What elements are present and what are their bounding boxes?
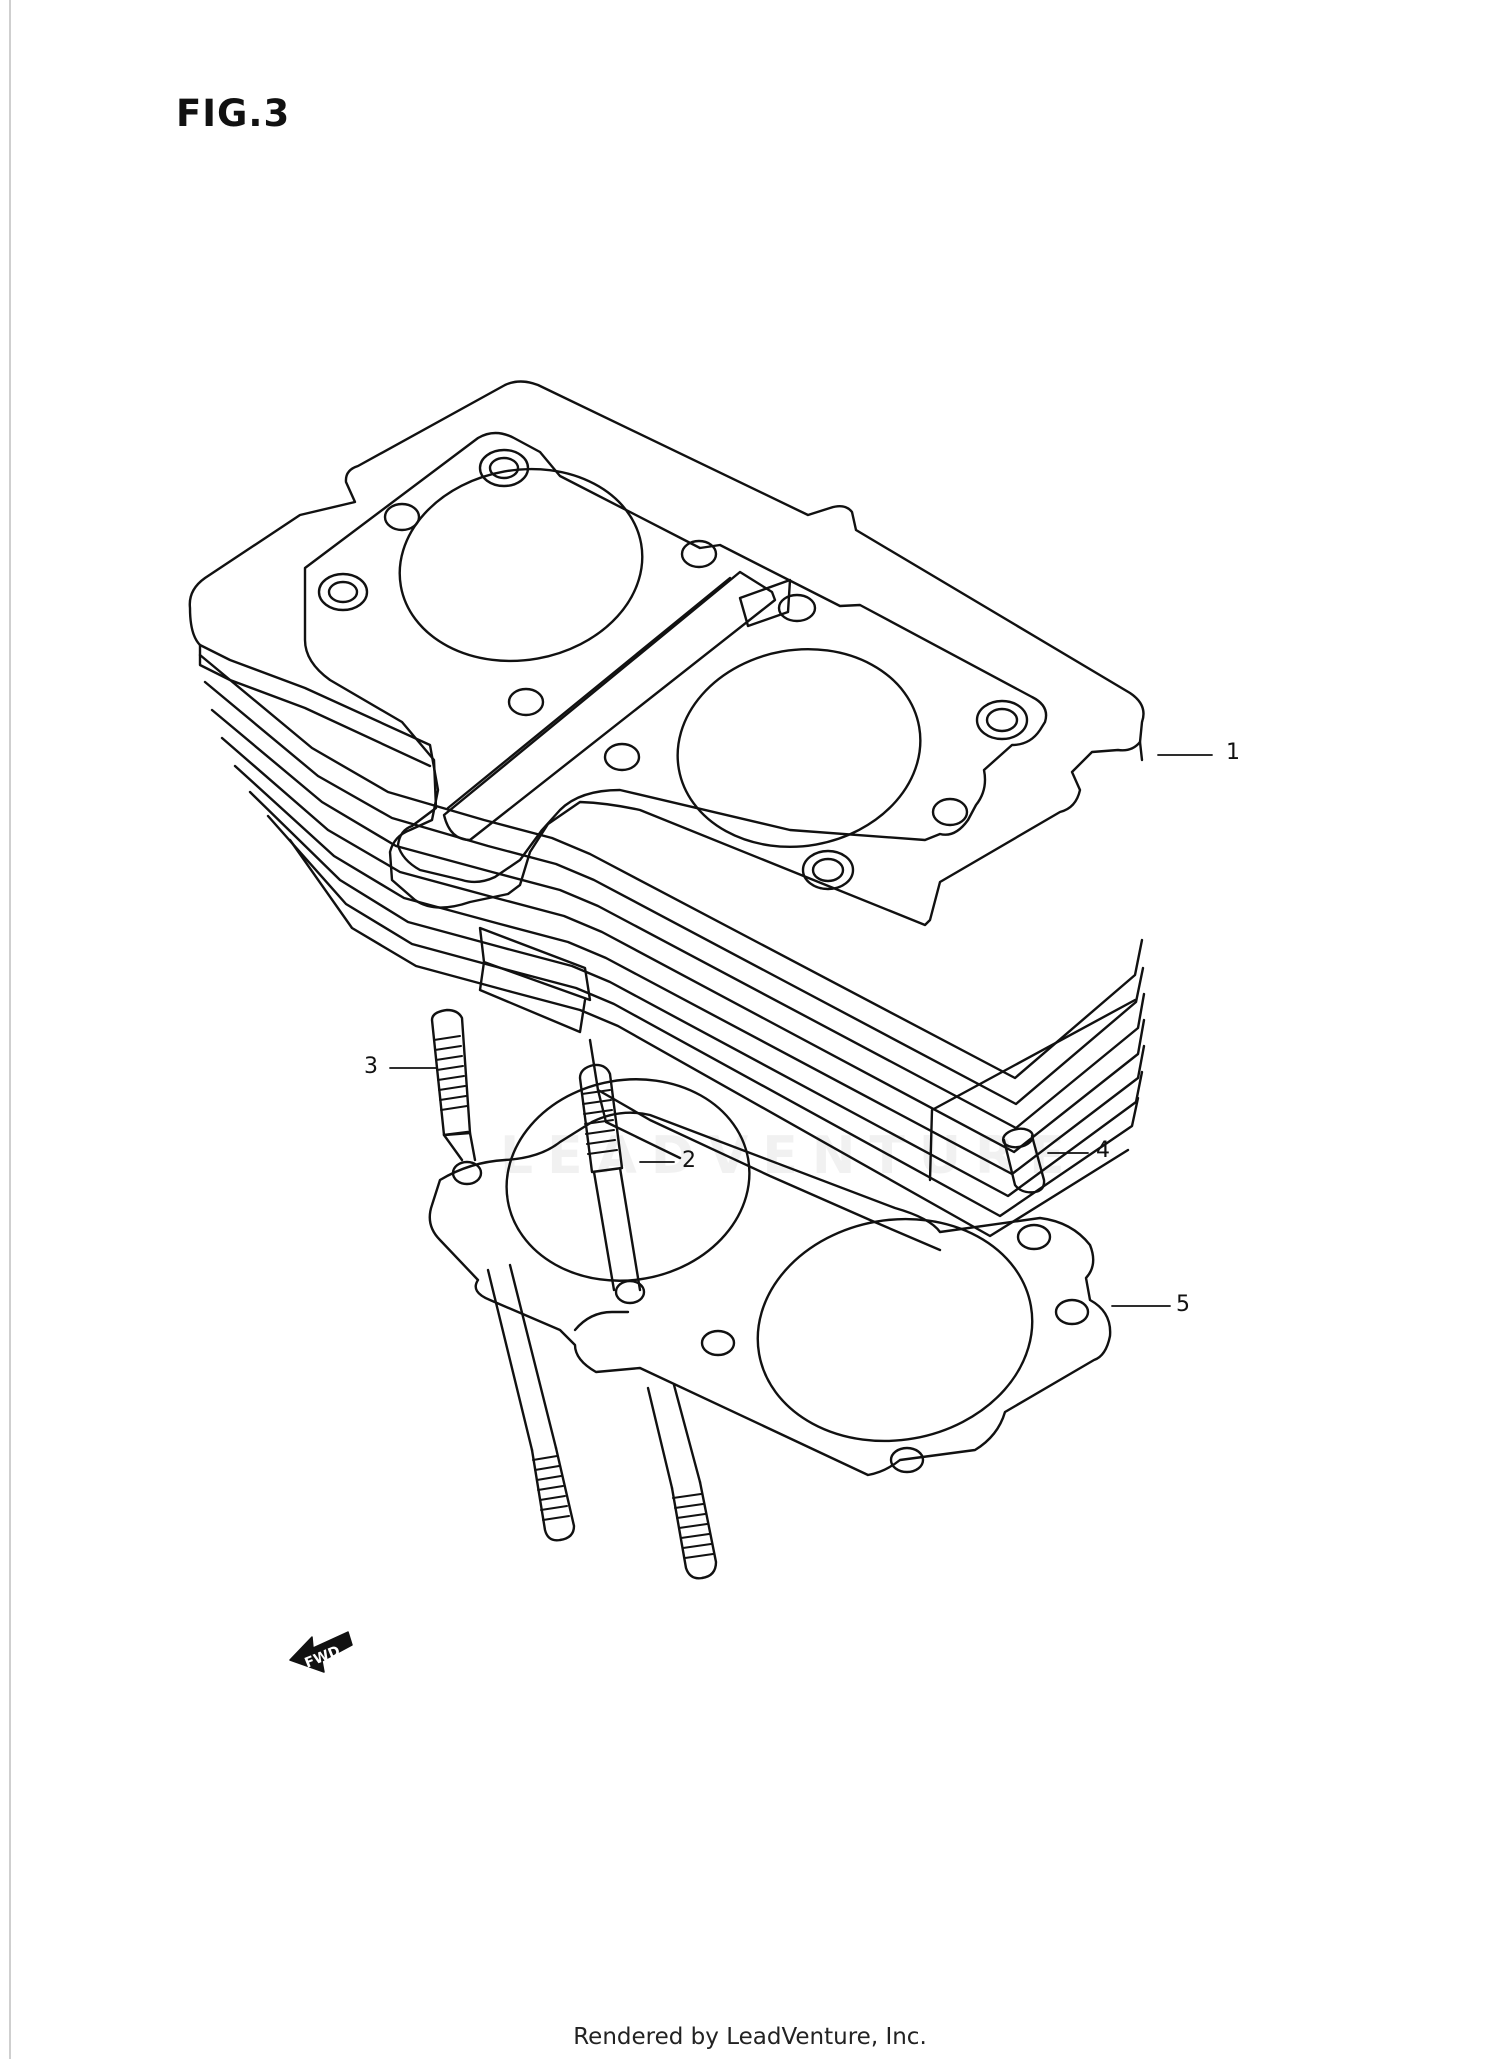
stud-short bbox=[430, 1008, 576, 1542]
oil-hole bbox=[507, 687, 545, 717]
cooling-fin bbox=[248, 790, 1144, 1198]
cooling-fin bbox=[203, 680, 1145, 1106]
oil-hole bbox=[383, 502, 421, 532]
head-mating-surface bbox=[303, 431, 1048, 884]
cylinder-block bbox=[188, 380, 1146, 1252]
bolt-hole bbox=[975, 699, 1029, 741]
cylinder-top-deck-edge bbox=[1138, 740, 1144, 762]
center-slot-notch bbox=[738, 578, 792, 628]
footer-credit: Rendered by LeadVenture, Inc. bbox=[573, 2024, 927, 2050]
callout-1: 1 bbox=[1226, 740, 1240, 765]
gasket-hole bbox=[1016, 1223, 1052, 1251]
cylinder-skirt bbox=[588, 1038, 942, 1252]
gasket-hole bbox=[451, 1160, 483, 1186]
cooling-fin bbox=[198, 653, 1144, 1080]
leader-lines bbox=[389, 754, 1213, 1307]
gasket-hole bbox=[700, 1329, 736, 1357]
callout-2: 2 bbox=[682, 1148, 696, 1173]
cylinder-skirt-slot bbox=[478, 960, 587, 1034]
bolt-hole bbox=[478, 448, 530, 488]
figure-title: FIG.3 bbox=[176, 92, 291, 135]
bolt-hole bbox=[801, 849, 855, 891]
center-slot bbox=[442, 570, 777, 842]
cylinder-bore bbox=[398, 467, 644, 663]
oil-hole bbox=[931, 797, 969, 827]
callout-4: 4 bbox=[1096, 1138, 1110, 1163]
cooling-fin bbox=[210, 708, 1146, 1130]
cylinder-bore bbox=[676, 647, 922, 849]
oil-hole bbox=[777, 593, 817, 623]
callout-5: 5 bbox=[1176, 1292, 1190, 1317]
center-slot bbox=[446, 576, 732, 810]
cooling-fin bbox=[288, 838, 1130, 1238]
cylinder-top-deck bbox=[188, 380, 1145, 927]
gasket-hole bbox=[889, 1446, 925, 1474]
callout-3: 3 bbox=[364, 1054, 378, 1079]
fwd-arrow-icon: FWD bbox=[289, 1631, 353, 1673]
cylinder-skirt bbox=[928, 998, 1137, 1182]
gasket-hole bbox=[1054, 1298, 1090, 1326]
cooling-fin bbox=[220, 736, 1146, 1154]
base-gasket bbox=[428, 1078, 1112, 1477]
oil-hole bbox=[680, 539, 718, 569]
cooling-fin bbox=[233, 764, 1146, 1176]
scan-edge-line bbox=[9, 0, 11, 2059]
stud-long bbox=[578, 1063, 718, 1580]
bolt-hole bbox=[317, 572, 369, 612]
cylinder-top-deck-edge bbox=[198, 643, 432, 768]
cylinder-skirt-slot bbox=[478, 926, 592, 1002]
gasket-hole bbox=[614, 1279, 646, 1305]
cooling-fin bbox=[266, 814, 1140, 1218]
dowel-pin bbox=[1001, 1127, 1046, 1194]
oil-hole bbox=[603, 742, 641, 772]
